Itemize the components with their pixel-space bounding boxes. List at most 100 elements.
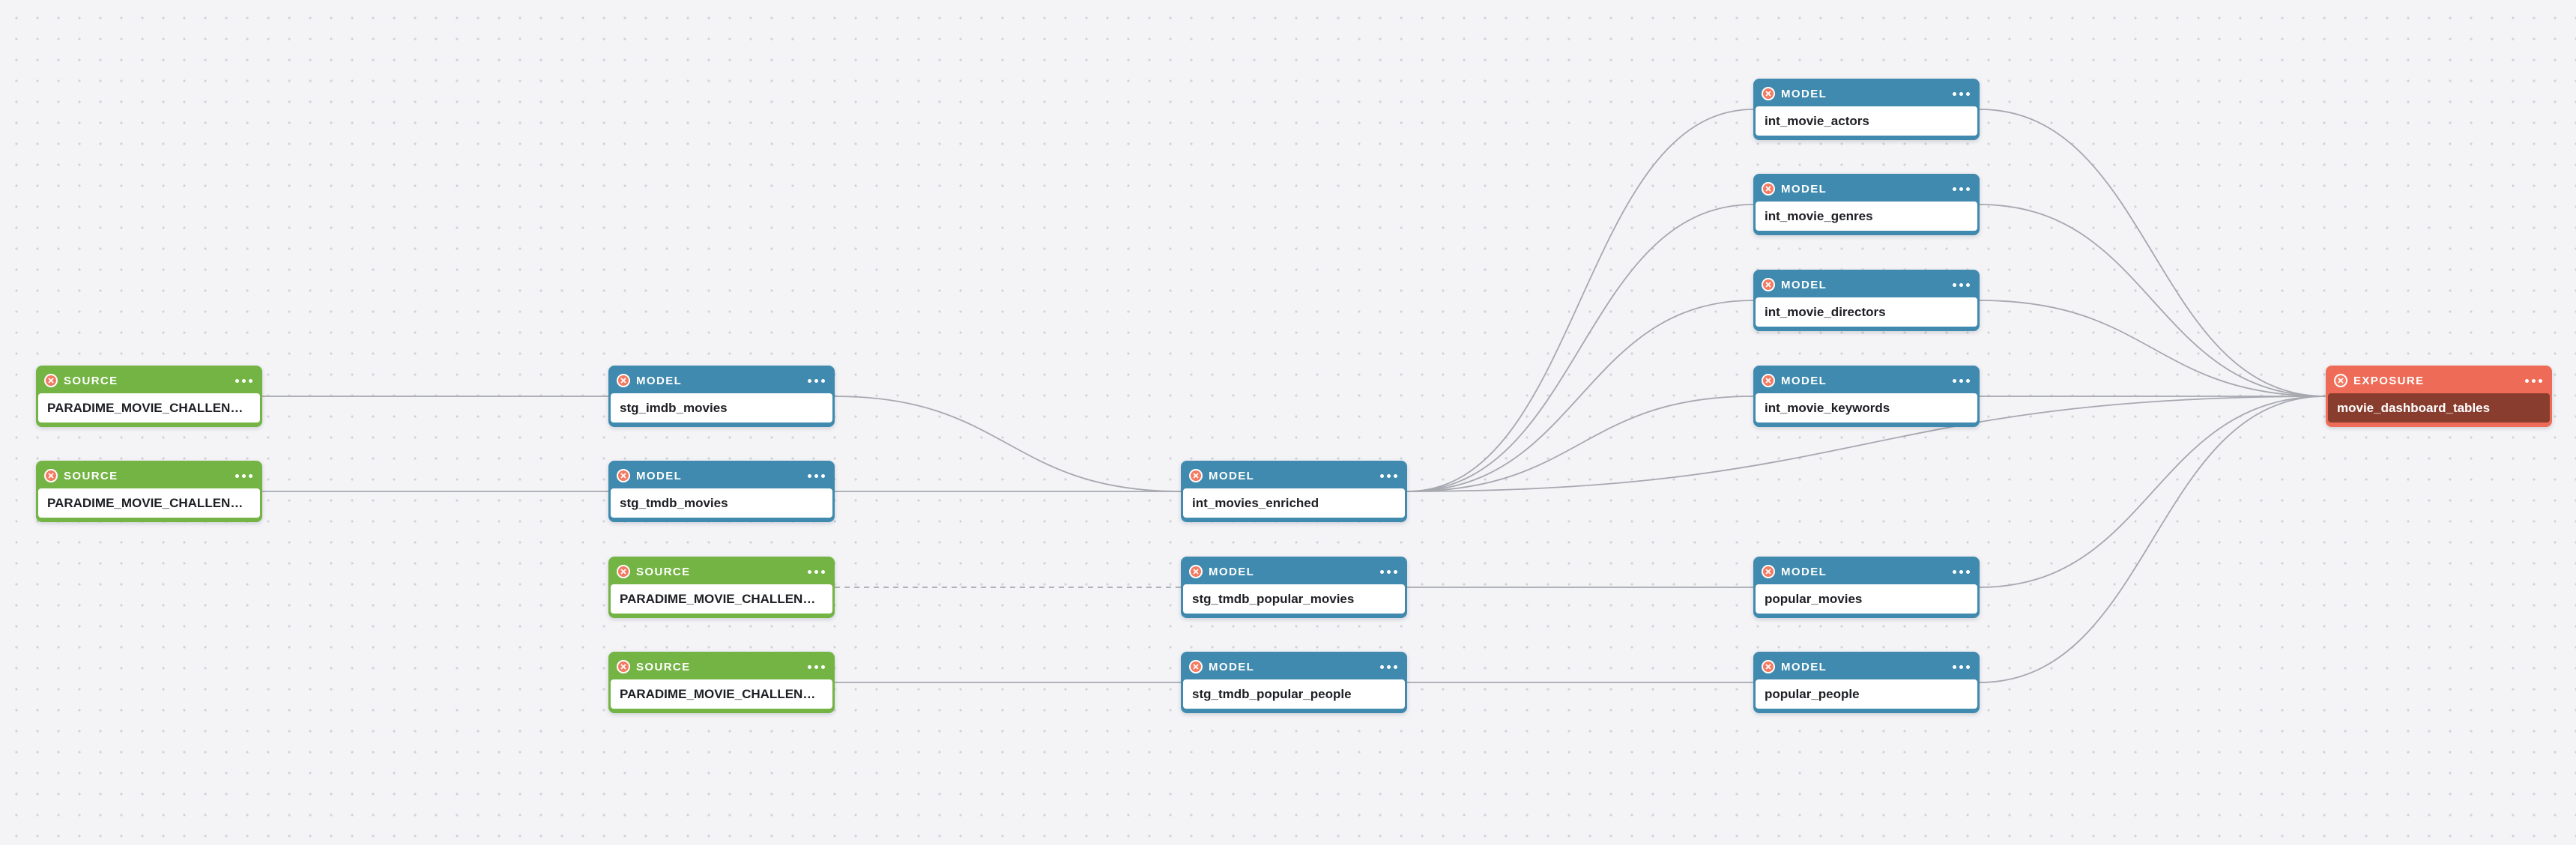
node-type-label: MODEL xyxy=(1781,87,1827,100)
lineage-edge xyxy=(1979,396,2326,683)
more-options-icon[interactable] xyxy=(1949,85,1973,103)
node-name: stg_tmdb_popular_people xyxy=(1192,686,1352,701)
model-node[interactable]: MODEL popular_movies xyxy=(1753,557,1980,618)
node-body: int_movie_directors xyxy=(1756,297,1977,327)
lineage-edge xyxy=(1979,109,2326,397)
node-type-label: MODEL xyxy=(1781,374,1827,387)
model-node[interactable]: MODEL popular_people xyxy=(1753,652,1980,713)
node-header: MODEL xyxy=(1183,463,1405,488)
model-type-icon xyxy=(1762,182,1775,196)
node-body: int_movie_actors xyxy=(1756,106,1977,136)
lineage-edge xyxy=(834,396,1182,492)
model-node[interactable]: MODEL int_movie_directors xyxy=(1753,270,1980,331)
node-type-label: MODEL xyxy=(1781,278,1827,291)
more-options-icon[interactable] xyxy=(232,467,256,485)
node-type-label: SOURCE xyxy=(64,374,118,387)
node-name: PARADIME_MOVIE_CHALLENGE… xyxy=(47,400,251,415)
node-header: MODEL xyxy=(1756,176,1977,202)
node-type-label: MODEL xyxy=(636,469,683,482)
exposure-node[interactable]: EXPOSURE movie_dashboard_tables xyxy=(2326,366,2552,427)
node-type-label: MODEL xyxy=(1209,565,1255,578)
model-node[interactable]: MODEL int_movie_keywords xyxy=(1753,366,1980,427)
node-body: popular_movies xyxy=(1756,584,1977,614)
model-node[interactable]: MODEL stg_tmdb_popular_people xyxy=(1181,652,1407,713)
node-body: int_movie_keywords xyxy=(1756,393,1977,422)
node-name: int_movie_directors xyxy=(1765,304,1886,319)
model-type-icon xyxy=(1189,469,1203,482)
node-body: movie_dashboard_tables xyxy=(2328,393,2550,422)
more-options-icon[interactable] xyxy=(804,372,828,390)
lineage-edge xyxy=(1406,109,1754,492)
node-type-label: SOURCE xyxy=(64,469,118,482)
source-node[interactable]: SOURCE PARADIME_MOVIE_CHALLENGE… xyxy=(36,461,262,522)
source-type-icon xyxy=(617,565,630,578)
node-body: popular_people xyxy=(1756,679,1977,709)
more-options-icon[interactable] xyxy=(1949,276,1973,294)
more-options-icon[interactable] xyxy=(804,563,828,581)
more-options-icon[interactable] xyxy=(1949,658,1973,676)
model-node[interactable]: MODEL stg_tmdb_movies xyxy=(608,461,835,522)
more-options-icon[interactable] xyxy=(1949,563,1973,581)
lineage-edge xyxy=(1406,300,1754,492)
node-type-label: MODEL xyxy=(1209,469,1255,482)
lineage-edge xyxy=(1979,204,2326,397)
node-header: MODEL xyxy=(1756,272,1977,297)
model-node[interactable]: MODEL int_movie_genres xyxy=(1753,174,1980,235)
node-name: popular_movies xyxy=(1765,591,1863,606)
more-options-icon[interactable] xyxy=(1949,180,1973,198)
node-name: int_movies_enriched xyxy=(1192,495,1319,510)
node-name: stg_tmdb_movies xyxy=(620,495,728,510)
more-options-icon[interactable] xyxy=(1949,372,1973,390)
model-node[interactable]: MODEL stg_tmdb_popular_movies xyxy=(1181,557,1407,618)
node-type-label: SOURCE xyxy=(636,660,691,673)
more-options-icon[interactable] xyxy=(232,372,256,390)
node-header: MODEL xyxy=(611,368,832,393)
more-options-icon[interactable] xyxy=(804,658,828,676)
more-options-icon[interactable] xyxy=(1376,658,1400,676)
more-options-icon[interactable] xyxy=(2521,372,2545,390)
node-name: stg_imdb_movies xyxy=(620,400,728,415)
source-node[interactable]: SOURCE PARADIME_MOVIE_CHALLENGE… xyxy=(36,366,262,427)
node-type-label: MODEL xyxy=(1781,182,1827,196)
node-header: MODEL xyxy=(1183,559,1405,584)
model-type-icon xyxy=(1762,278,1775,291)
node-name: movie_dashboard_tables xyxy=(2337,400,2491,415)
node-body: PARADIME_MOVIE_CHALLENGE… xyxy=(611,584,832,614)
more-options-icon[interactable] xyxy=(1376,563,1400,581)
node-header: MODEL xyxy=(611,463,832,488)
model-node[interactable]: MODEL int_movies_enriched xyxy=(1181,461,1407,522)
node-header: EXPOSURE xyxy=(2328,368,2550,393)
node-header: SOURCE xyxy=(611,654,832,679)
source-type-icon xyxy=(617,660,630,673)
node-body: PARADIME_MOVIE_CHALLENGE… xyxy=(38,393,260,422)
source-node[interactable]: SOURCE PARADIME_MOVIE_CHALLENGE… xyxy=(608,652,835,713)
model-node[interactable]: MODEL stg_imdb_movies xyxy=(608,366,835,427)
node-name: int_movie_actors xyxy=(1765,113,1869,128)
node-body: stg_imdb_movies xyxy=(611,393,832,422)
node-name: PARADIME_MOVIE_CHALLENGE… xyxy=(620,591,823,606)
node-type-label: MODEL xyxy=(1781,565,1827,578)
node-header: SOURCE xyxy=(38,368,260,393)
node-type-label: SOURCE xyxy=(636,565,691,578)
node-name: PARADIME_MOVIE_CHALLENGE… xyxy=(620,686,823,701)
model-type-icon xyxy=(1189,660,1203,673)
node-type-label: MODEL xyxy=(636,374,683,387)
node-name: PARADIME_MOVIE_CHALLENGE… xyxy=(47,495,251,510)
node-name: int_movie_keywords xyxy=(1765,400,1890,415)
node-body: stg_tmdb_popular_people xyxy=(1183,679,1405,709)
node-header: MODEL xyxy=(1756,368,1977,393)
lineage-edge xyxy=(1406,204,1754,492)
model-type-icon xyxy=(1762,660,1775,673)
node-body: int_movie_genres xyxy=(1756,202,1977,231)
source-type-icon xyxy=(44,374,58,387)
more-options-icon[interactable] xyxy=(804,467,828,485)
source-node[interactable]: SOURCE PARADIME_MOVIE_CHALLENGE… xyxy=(608,557,835,618)
more-options-icon[interactable] xyxy=(1376,467,1400,485)
lineage-edge xyxy=(1406,396,1754,492)
model-node[interactable]: MODEL int_movie_actors xyxy=(1753,79,1980,140)
node-body: stg_tmdb_movies xyxy=(611,488,832,518)
node-type-label: MODEL xyxy=(1781,660,1827,673)
model-type-icon xyxy=(1762,87,1775,100)
